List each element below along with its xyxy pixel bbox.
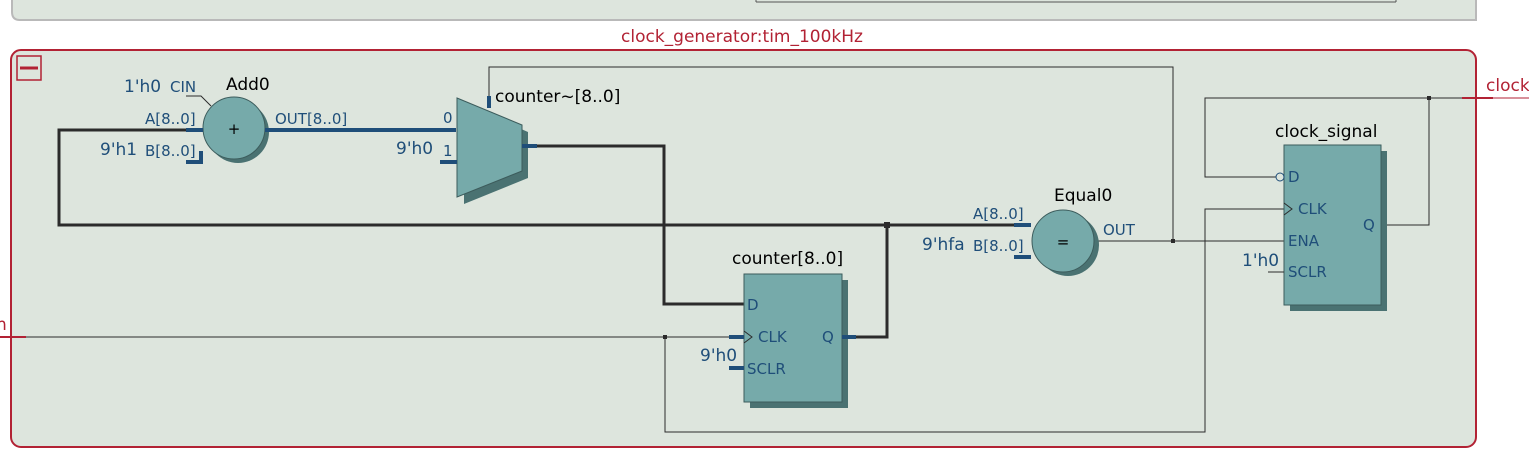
module-frame[interactable] [10,49,1477,448]
mux-in1-label: 1 [443,142,453,160]
equal0-block[interactable]: = Equal0 A[8..0] 9'hfa B[8..0] OUT [922,186,1136,276]
clock-signal-clk-label: CLK [1298,200,1328,218]
mux-in1-value: 9'h0 [396,139,433,159]
bus-wires [57,128,1031,339]
equal0-a-label: A[8..0] [973,205,1024,223]
clock-signal-ena-label: ENA [1288,232,1320,250]
add0-out-label: OUT[8..0] [275,110,347,128]
module-title: clock_generator:tim_100kHz [621,27,863,47]
add0-b-label: B[8..0] [145,142,196,160]
counter-clk-label: CLK [758,328,788,346]
counter-sclr-value: 9'h0 [700,346,737,366]
input-port[interactable]: n [0,315,26,338]
equal0-b-value: 9'hfa [922,235,965,255]
equal0-symbol: = [1057,233,1070,251]
equal0-out-label: OUT [1103,221,1136,239]
counter-q-label: Q [822,328,834,346]
counter-d-label: D [747,296,759,314]
add0-block[interactable]: + Add0 1'h0 CIN A[8..0] 9'h1 B[8..0] OUT… [100,75,456,164]
thin-wires [26,66,1462,433]
add0-cin-label: CIN [170,78,196,96]
mux-in0-label: 0 [443,109,453,127]
output-port-clock[interactable]: clock [1462,76,1529,99]
clock-signal-sclr-value: 1'h0 [1242,251,1279,271]
clock-signal-sclr-label: SCLR [1288,263,1327,281]
clock-signal-register[interactable]: clock_signal D CLK ENA Q 1'h0 SCLR [1242,122,1387,311]
upper-module-remnant [11,0,1477,21]
equal0-b-label: B[8..0] [973,237,1024,255]
mux-name: counter~[8..0] [495,87,620,107]
output-port-label: clock [1486,76,1529,96]
add0-b-value: 9'h1 [100,140,137,160]
input-port-label: n [0,315,7,335]
mux-block[interactable]: counter~[8..0] 0 9'h0 1 [396,87,620,204]
add0-a-label: A[8..0] [145,110,196,128]
counter-sclr-label: SCLR [747,360,786,378]
collapse-button[interactable] [16,55,42,81]
counter-name: counter[8..0] [732,249,843,269]
add0-cin-value: 1'h0 [124,77,161,97]
clock-signal-q-label: Q [1363,216,1375,234]
add0-symbol: + [228,120,241,138]
clock-signal-d-label: D [1288,168,1300,186]
clock-signal-name: clock_signal [1275,122,1377,142]
counter-register[interactable]: counter[8..0] D CLK Q 9'h0 SCLR [700,249,856,408]
equal0-name: Equal0 [1054,186,1112,206]
add0-name: Add0 [226,75,270,95]
junctions [663,96,1431,339]
